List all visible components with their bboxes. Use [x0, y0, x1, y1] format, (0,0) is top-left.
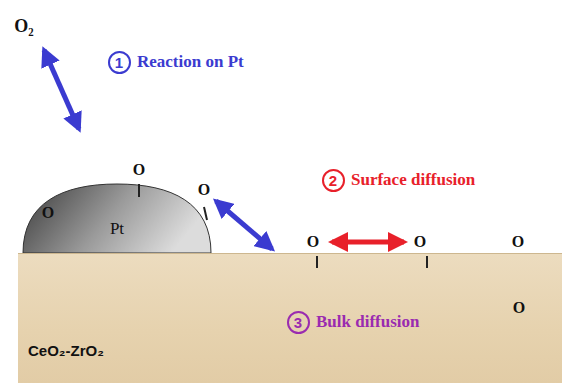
step-label: Bulk diffusion — [316, 312, 419, 332]
bond-tick — [316, 256, 318, 268]
oxygen-atom: O — [513, 299, 525, 317]
surface-arrow — [332, 240, 404, 245]
oxygen-atom: O — [42, 204, 54, 222]
gas-molecule: O₂ — [14, 16, 33, 37]
bond-tick — [204, 207, 207, 220]
oxygen-atom: O — [307, 233, 319, 251]
spillover-arrow — [216, 201, 272, 249]
support-block: CeO₂-ZrO₂ — [18, 253, 562, 383]
bulk-arrow — [433, 272, 507, 328]
step-label: Surface diffusion — [351, 170, 475, 190]
oxygen-atom: O — [198, 181, 210, 199]
bond-tick — [138, 184, 140, 197]
callout-number: 3 — [287, 311, 310, 334]
oxygen-atom: O — [133, 161, 145, 179]
callout-number: 1 — [108, 51, 131, 74]
callout-number: 2 — [322, 169, 345, 192]
exchange-arrow — [44, 50, 79, 129]
material-name: CeO₂-ZrO₂ — [28, 342, 104, 359]
bond-tick — [426, 256, 428, 268]
metal-label: Pt — [110, 219, 124, 239]
oxygen-atom: O — [414, 233, 426, 251]
oxygen-atom: O — [512, 233, 524, 251]
step-label: Reaction on Pt — [137, 52, 244, 72]
